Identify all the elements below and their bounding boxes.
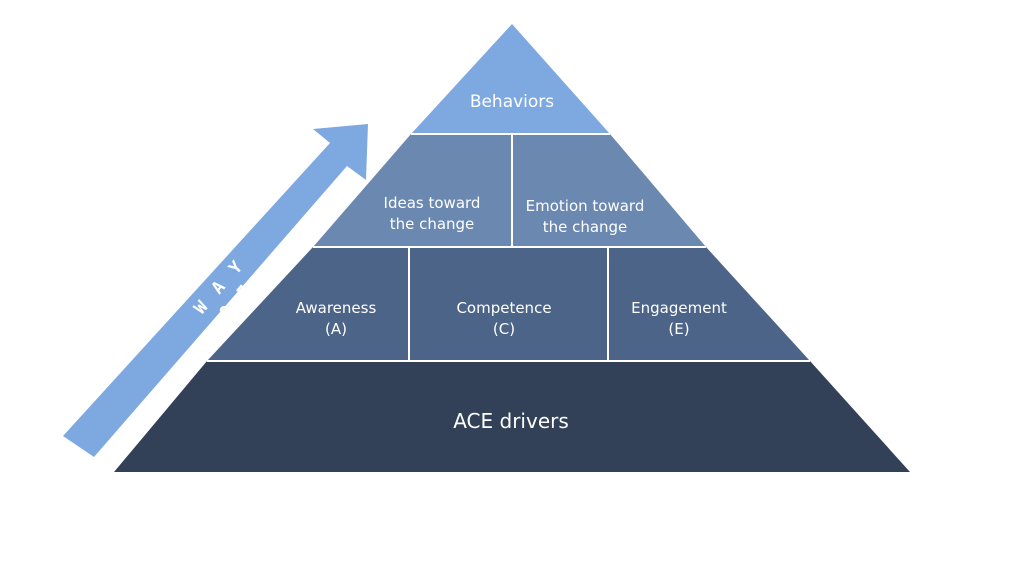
behaviors-label: Behaviors [470, 92, 554, 112]
tier-ace-drivers [114, 361, 910, 472]
competence-label-line2: (C) [493, 320, 515, 338]
tier-ideas-emotion [313, 134, 706, 247]
awareness-label-line1: Awareness [296, 299, 377, 317]
tier-dividers [207, 133, 810, 362]
tier-behaviors [411, 24, 610, 134]
arrow-shape [63, 124, 368, 457]
ace-drivers-label: ACE drivers [453, 409, 569, 433]
ideas-label-line2: the change [390, 215, 475, 233]
engagement-label-line2: (E) [668, 320, 689, 338]
emotion-label-line1: Emotion toward [526, 197, 645, 215]
emotion-label-line2: the change [543, 218, 628, 236]
competence-label-line1: Competence [456, 299, 551, 317]
engagement-label-line1: Engagement [631, 299, 727, 317]
ideas-label-line1: Ideas toward [384, 194, 481, 212]
pyramid: Behaviors Ideas toward the change Emotio… [114, 24, 910, 472]
awareness-label-line2: (A) [325, 320, 347, 338]
tier-ace-components [207, 247, 810, 361]
